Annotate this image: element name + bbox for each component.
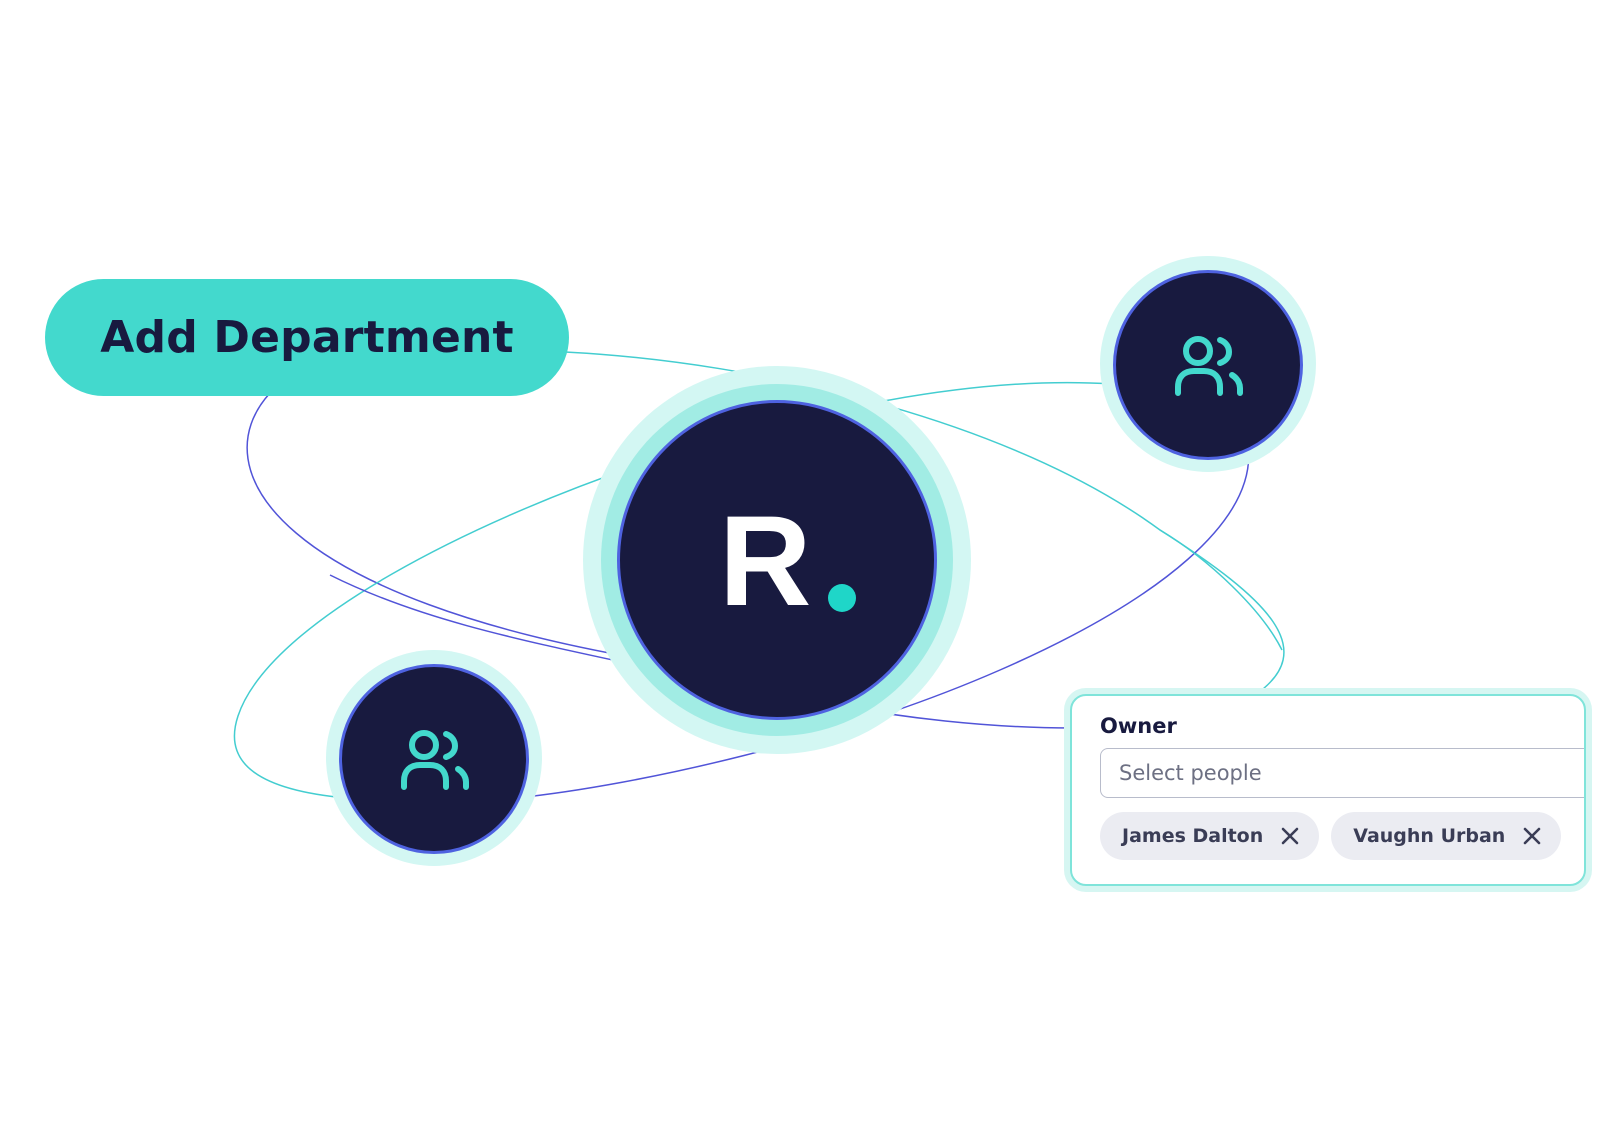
owner-card: Owner James Dalton Vaughn Urban	[1070, 694, 1586, 886]
select-people-input[interactable]	[1100, 748, 1584, 798]
brand-logo: R	[617, 400, 937, 720]
team-node-bottom[interactable]	[339, 664, 529, 854]
person-chip-name: Vaughn Urban	[1353, 825, 1506, 847]
users-icon	[1175, 336, 1243, 396]
users-icon	[401, 730, 469, 790]
selected-people: James Dalton Vaughn Urban	[1100, 812, 1562, 860]
orbit-line	[1159, 529, 1283, 651]
person-chip-name: James Dalton	[1122, 825, 1264, 847]
logo-letter: R	[719, 490, 812, 633]
close-icon[interactable]	[1519, 823, 1545, 849]
logo-dot	[828, 584, 856, 612]
close-icon[interactable]	[1277, 823, 1303, 849]
orbit-line	[329, 574, 651, 669]
add-department-button[interactable]: Add Department	[45, 279, 569, 396]
person-chip: James Dalton	[1100, 812, 1320, 860]
orbit-line	[515, 444, 1250, 799]
orbit-line	[246, 392, 661, 663]
owner-label: Owner	[1100, 714, 1177, 738]
orbit-line	[233, 461, 649, 799]
person-chip: Vaughn Urban	[1331, 812, 1562, 860]
orbit-line	[564, 351, 1285, 696]
team-node-top[interactable]	[1113, 270, 1303, 460]
